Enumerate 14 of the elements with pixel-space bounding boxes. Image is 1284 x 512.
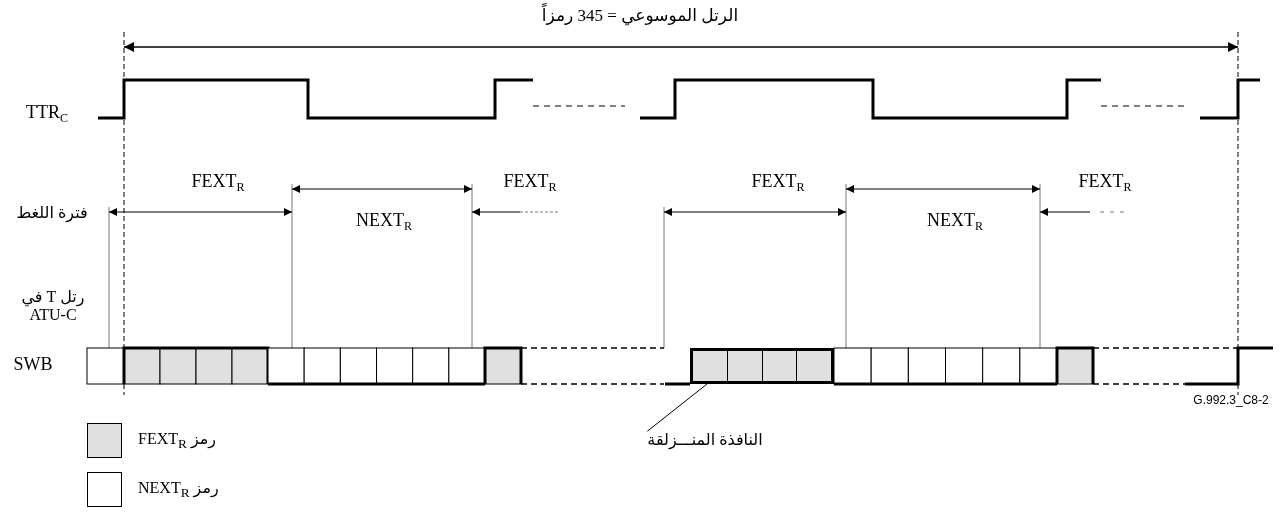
- signal-label: TTR$_{C}$: [26, 102, 68, 126]
- period-label: NEXT$_{R}$: [927, 210, 983, 234]
- annotation-label: النافذة المنـــزلقة: [647, 431, 763, 449]
- period-label: FEXT$_{R}$: [751, 171, 805, 195]
- period-label: FEXT$_{R}$: [503, 171, 557, 195]
- period-label: FEXT$_{R}$: [191, 171, 245, 195]
- figure-id: G.992.3_C8-2: [1193, 394, 1269, 408]
- row-label: SWB: [13, 355, 53, 375]
- leader-line: [646, 383, 708, 432]
- row-label: رتل T في ATU-C: [20, 288, 86, 324]
- period-label: NEXT$_{R}$: [356, 210, 412, 234]
- period-label: فترة اللغط: [16, 204, 88, 222]
- sliding-window-cells: [690, 348, 834, 384]
- period-label: FEXT$_{R}$: [1078, 171, 1132, 195]
